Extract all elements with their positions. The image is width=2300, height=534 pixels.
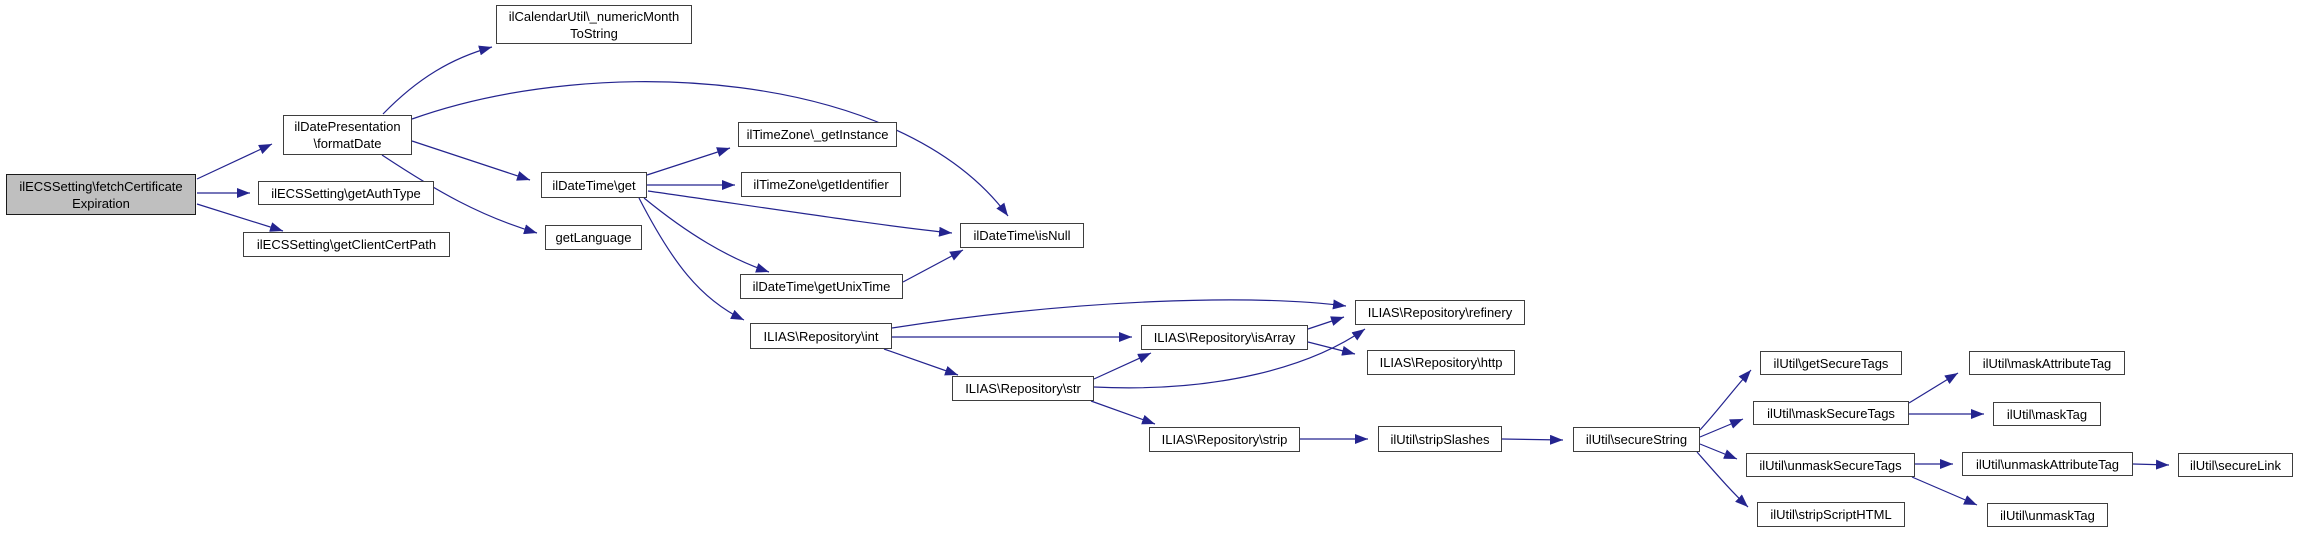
node-unmaskAttributeTag[interactable]: ilUtil\unmaskAttributeTag [1962, 452, 2133, 476]
edge-secureString-to-maskSecureTags [1699, 418, 1744, 438]
node-isNull[interactable]: ilDateTime\isNull [960, 223, 1084, 248]
node-maskSecureTags[interactable]: ilUtil\maskSecureTags [1753, 401, 1909, 425]
node-fetchCertificateExpiration: ilECSSetting\fetchCertificate Expiration [6, 174, 196, 215]
edge-formatDate-to-get [411, 140, 531, 181]
edge-int-to-str [883, 348, 959, 376]
edge-get-to-isNull [647, 190, 953, 237]
node-secureString[interactable]: ilUtil\secureString [1573, 427, 1700, 452]
node-http[interactable]: ILIAS\Repository\http [1367, 350, 1515, 375]
node-stripSlashes[interactable]: ilUtil\stripSlashes [1378, 426, 1502, 452]
edge-unmaskAttributeTag-to-secureLink [2132, 459, 2170, 470]
edge-get-to-getUnixTime [643, 197, 770, 273]
edge-get-to-int [638, 197, 745, 321]
node-formatDate[interactable]: ilDatePresentation \formatDate [283, 115, 412, 155]
edge-isArray-to-refinery [1307, 316, 1345, 330]
node-numericMonthToString[interactable]: ilCalendarUtil\_numericMonth ToString [496, 5, 692, 44]
node-get[interactable]: ilDateTime\get [541, 172, 647, 198]
node-isArray[interactable]: ILIAS\Repository\isArray [1141, 325, 1308, 350]
edge-formatDate-to-getLanguage [381, 154, 538, 235]
node-int[interactable]: ILIAS\Repository\int [750, 323, 892, 349]
edge-getUnixTime-to-isNull [902, 249, 964, 283]
node-maskAttributeTag[interactable]: ilUtil\maskAttributeTag [1969, 351, 2125, 375]
edge-fetchCertificateExpiration-to-getClientCertPath [196, 203, 284, 232]
node-maskTag[interactable]: ilUtil\maskTag [1993, 402, 2101, 426]
node-unmaskSecureTags[interactable]: ilUtil\unmaskSecureTags [1746, 453, 1915, 477]
edge-fetchCertificateExpiration-to-formatDate [196, 143, 273, 180]
node-strip[interactable]: ILIAS\Repository\strip [1149, 427, 1300, 452]
edge-unmaskSecureTags-to-unmaskTag [1911, 476, 1978, 506]
node-getUnixTime[interactable]: ilDateTime\getUnixTime [740, 274, 903, 299]
edge-str-to-strip [1090, 400, 1156, 425]
node-secureLink[interactable]: ilUtil\secureLink [2178, 453, 2293, 477]
node-getSecureTags[interactable]: ilUtil\getSecureTags [1760, 351, 1902, 375]
edge-secureString-to-stripScriptHTML [1696, 451, 1749, 508]
edge-str-to-isArray [1093, 352, 1152, 380]
edge-secureString-to-unmaskSecureTags [1699, 443, 1738, 460]
node-getIdentifier[interactable]: ilTimeZone\getIdentifier [741, 172, 901, 197]
edge-str-to-refinery [1093, 328, 1366, 389]
edge-isArray-to-http [1307, 341, 1356, 356]
edge-secureString-to-getSecureTags [1699, 369, 1752, 431]
node-str[interactable]: ILIAS\Repository\str [952, 376, 1094, 401]
node-getLanguage[interactable]: getLanguage [545, 225, 642, 250]
edge-get-to-getInstance [646, 147, 731, 176]
node-unmaskTag[interactable]: ilUtil\unmaskTag [1987, 503, 2108, 527]
edge-maskSecureTags-to-maskAttributeTag [1908, 372, 1959, 404]
edge-int-to-refinery [891, 299, 1347, 329]
edge-stripSlashes-to-secureString [1501, 434, 1564, 445]
node-getClientCertPath[interactable]: ilECSSetting\getClientCertPath [243, 232, 450, 257]
node-refinery[interactable]: ILIAS\Repository\refinery [1355, 300, 1525, 325]
edge-formatDate-to-isNull [411, 81, 1009, 217]
edge-formatDate-to-numericMonthToString [382, 45, 493, 115]
node-getAuthType[interactable]: ilECSSetting\getAuthType [258, 181, 434, 205]
node-getInstance[interactable]: ilTimeZone\_getInstance [738, 122, 897, 147]
node-stripScriptHTML[interactable]: ilUtil\stripScriptHTML [1757, 502, 1905, 527]
